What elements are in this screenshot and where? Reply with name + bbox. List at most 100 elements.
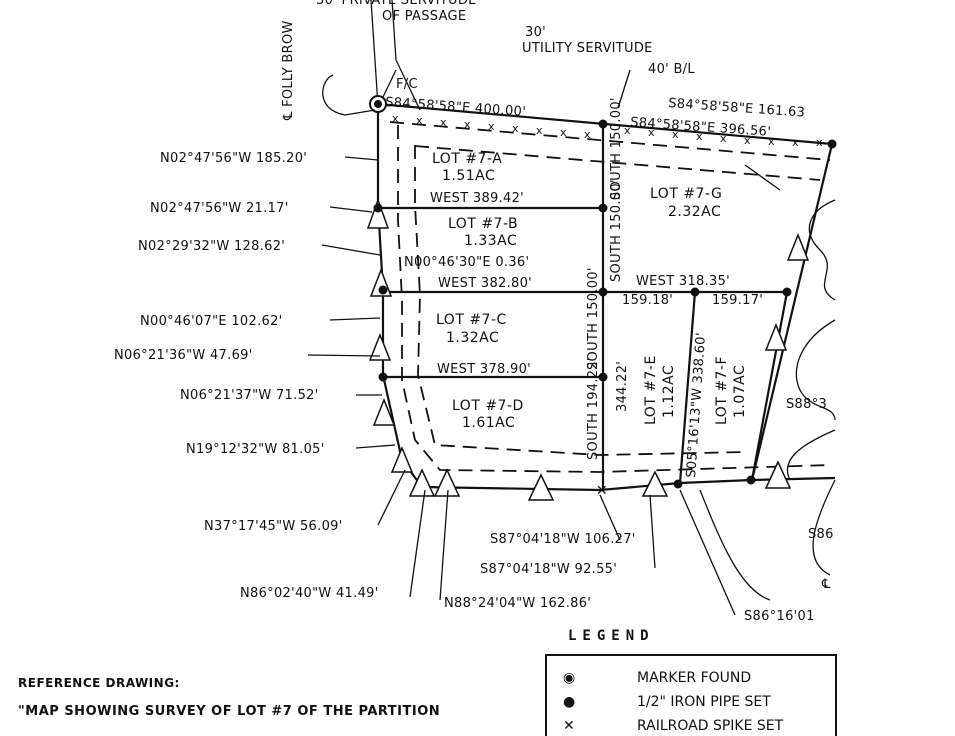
centerline-symbol: ℄ xyxy=(821,577,831,592)
segment-2: 159.17' xyxy=(712,293,763,308)
lot-e-area: 1.12AC xyxy=(661,365,677,418)
lot-a-area: 1.51AC xyxy=(442,168,495,184)
marker-found-icon: ◉ xyxy=(563,670,576,686)
bearing-top2: S84°58'58"E 161.63 xyxy=(668,96,806,121)
west-line-3: WEST 378.90' xyxy=(437,362,531,377)
lot-b-area: 1.33AC xyxy=(464,233,517,249)
iron-pipe-set xyxy=(378,285,388,295)
triangle-marker xyxy=(764,460,792,489)
lot-d-name: LOT #7-D xyxy=(452,398,524,414)
svg-text:x: x xyxy=(488,120,495,133)
segment-1: 159.18' xyxy=(622,293,673,308)
bearing-left3: N02°29'32"W 128.62' xyxy=(138,239,285,254)
west-line-2: WEST 382.80' xyxy=(438,276,532,291)
east-boundary xyxy=(750,143,834,481)
svg-text:x: x xyxy=(416,114,423,127)
legend-box: ◉ MARKER FOUND ● 1/2" IRON PIPE SET ✕ RA… xyxy=(545,654,837,736)
bearing-left2: N02°47'56"W 21.17' xyxy=(150,201,289,216)
south-line-3: SOUTH 150.00' xyxy=(586,267,601,370)
lot-f-area: 1.07AC xyxy=(732,365,748,418)
iron-pipe-set xyxy=(598,119,608,129)
triangle-marker xyxy=(366,197,390,229)
reference-text: "MAP SHOWING SURVEY OF LOT #7 OF THE PAR… xyxy=(18,704,441,719)
fc-label: F/C xyxy=(396,77,418,92)
bearing-bot1: N37°17'45"W 56.09' xyxy=(204,519,343,534)
bearing-bot6: S86°16'01 xyxy=(744,609,815,624)
bearing-left7: N06°21'37"W 71.52' xyxy=(180,388,319,403)
lot-c-name: LOT #7-C xyxy=(436,312,507,328)
svg-text:x: x xyxy=(720,132,727,145)
triangle-marker xyxy=(786,232,810,261)
build-line-label: 40' B/L xyxy=(648,62,695,77)
iron-pipe-icon: ● xyxy=(563,694,576,710)
west-line-4: WEST 318.35' xyxy=(636,274,730,289)
road-label: ℄ FOLLY BROW xyxy=(281,20,296,121)
iron-pipe-set xyxy=(373,203,383,213)
build-line xyxy=(414,145,746,456)
triangle-marker xyxy=(433,468,461,497)
svg-text:x: x xyxy=(768,135,775,148)
lot-g-area: 2.32AC xyxy=(668,204,721,220)
triangle-marker xyxy=(527,473,555,501)
svg-text:x: x xyxy=(464,118,471,131)
road-centerline xyxy=(370,0,379,107)
bearing-bot5: S87°04'18"W 92.55' xyxy=(480,562,617,577)
lot-b-name: LOT #7-B xyxy=(448,216,518,232)
bearing-lot-e: S05°16'13"W 338.60' xyxy=(684,332,709,478)
svg-text:x: x xyxy=(560,126,567,139)
contour-2 xyxy=(795,319,836,421)
bearing-bot4: S87°04'18"W 106.27' xyxy=(490,532,636,547)
road-edge-2 xyxy=(395,59,421,111)
svg-text:x: x xyxy=(792,136,799,149)
west-line-1: WEST 389.42' xyxy=(430,191,524,206)
servitude-label-2: OF PASSAGE xyxy=(382,9,466,24)
bearing-left1: N02°47'56"W 185.20' xyxy=(160,151,307,166)
iron-pipe-set xyxy=(673,479,683,489)
triangle-marker xyxy=(372,397,396,426)
iron-pipe-set xyxy=(690,287,700,297)
lot-f-name: LOT #7-F xyxy=(714,356,730,425)
svg-text:x: x xyxy=(440,116,447,129)
iron-pipe-set xyxy=(598,287,608,297)
reference-title: REFERENCE DRAWING: xyxy=(18,676,180,690)
svg-text:x: x xyxy=(584,128,591,141)
lot-g-name: LOT #7-G xyxy=(650,186,722,202)
lot-line-ef xyxy=(678,291,697,484)
iron-pipe-set xyxy=(378,372,388,382)
servitude-dash xyxy=(397,125,831,473)
utility-servitude-width: 30' xyxy=(525,25,546,40)
bearing-right2: S86 xyxy=(808,527,834,542)
south-line-1: SOUTH 150.00' xyxy=(609,97,624,200)
bearing-left5: N00°46'07"E 102.62' xyxy=(140,314,283,329)
triangle-marker xyxy=(641,470,669,497)
iron-pipe-set xyxy=(827,139,837,149)
lot-c-area: 1.32AC xyxy=(446,330,499,346)
south-line-2: SOUTH 150.00' xyxy=(609,179,624,282)
svg-text:x: x xyxy=(392,112,399,125)
lot-line-f-east xyxy=(750,291,789,481)
road-edge xyxy=(391,0,397,61)
servitude-label: 30' PRIVATE SERVITUDE xyxy=(316,0,477,8)
bearing-left6: N06°21'36"W 47.69' xyxy=(114,348,253,363)
legend-text-marker: MARKER FOUND xyxy=(637,670,752,686)
triangle-marker xyxy=(390,446,414,473)
bearing-bot2: N86°02'40"W 41.49' xyxy=(240,586,379,601)
build-line-top xyxy=(414,145,821,181)
triangle-marker xyxy=(764,322,788,351)
triangle-marker xyxy=(368,332,392,361)
svg-text:x: x xyxy=(536,124,543,137)
triangle-marker xyxy=(408,468,436,497)
outer-boundary xyxy=(376,104,836,492)
svg-text:x: x xyxy=(672,128,679,141)
svg-text:x: x xyxy=(744,134,751,147)
bearing-left8: N19°12'32"W 81.05' xyxy=(186,442,325,457)
svg-text:x: x xyxy=(624,124,631,137)
iron-pipe-set xyxy=(782,287,792,297)
railroad-spike: ✕ xyxy=(596,483,608,499)
contour-1 xyxy=(808,199,836,301)
bearing-right1: S88°3 xyxy=(786,397,827,412)
svg-text:x: x xyxy=(696,130,703,143)
iron-pipe-set xyxy=(598,372,608,382)
